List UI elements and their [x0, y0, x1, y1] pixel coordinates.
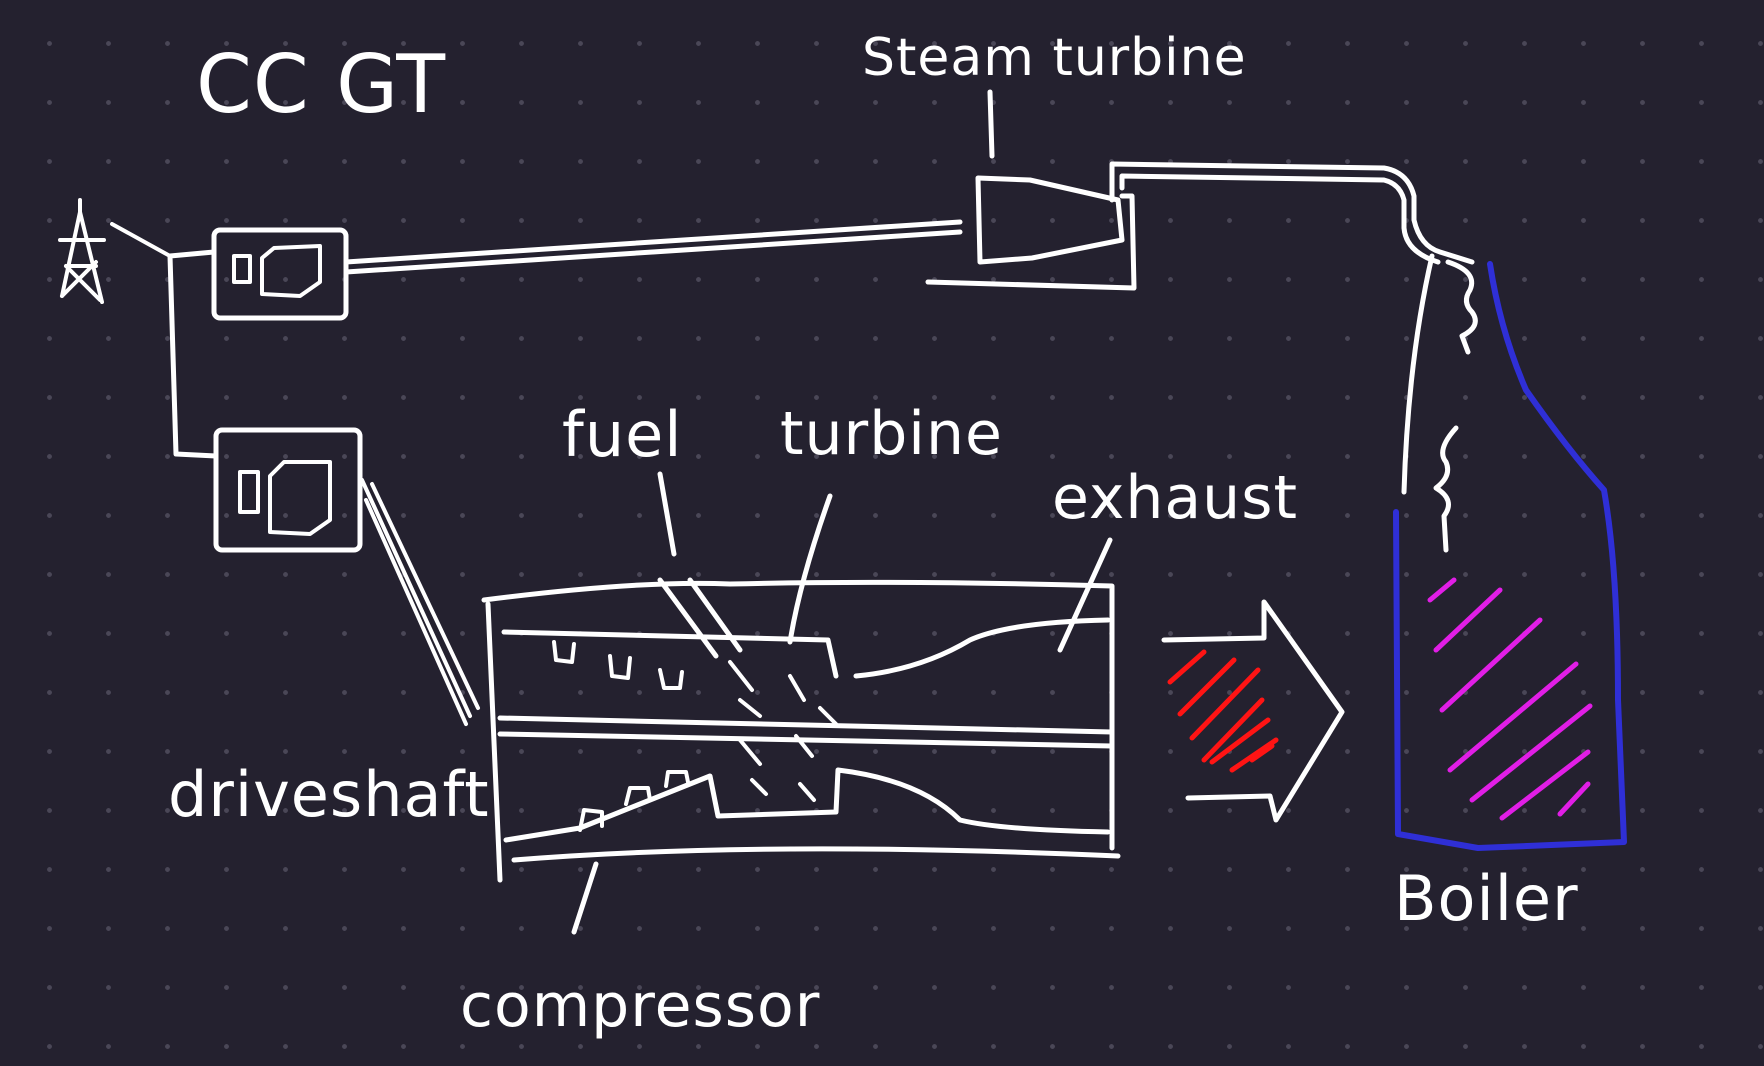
steam-generator-shaft — [346, 222, 960, 262]
boiler-heat-hatching — [1430, 580, 1590, 818]
grid-wiring — [170, 252, 216, 456]
driveshaft-label: driveshaft — [168, 758, 490, 831]
generator-icon — [214, 230, 346, 318]
exhaust-heat-hatching — [1170, 652, 1276, 770]
turbine-label: turbine — [780, 399, 1003, 469]
boiler-label: Boiler — [1394, 862, 1579, 935]
compressor-leader — [574, 864, 596, 932]
diagram-title: CC GT — [196, 38, 446, 131]
exhaust-label: exhaust — [1052, 463, 1298, 533]
transmission-tower-icon — [60, 200, 170, 302]
turbine-leader — [790, 496, 830, 642]
compressor-label: compressor — [460, 971, 820, 1041]
generator-icon — [216, 430, 360, 550]
steam-turbine-label: Steam turbine — [862, 28, 1247, 88]
fuel-leader — [660, 474, 674, 554]
driveshaft-linkage — [362, 480, 478, 724]
steam-pipe — [1112, 164, 1472, 492]
boiler — [1396, 262, 1624, 848]
gas-turbine — [484, 580, 1118, 880]
fuel-label: fuel — [562, 398, 683, 471]
steam-turbine-leader — [990, 92, 992, 156]
exhaust-leader — [1060, 540, 1110, 650]
